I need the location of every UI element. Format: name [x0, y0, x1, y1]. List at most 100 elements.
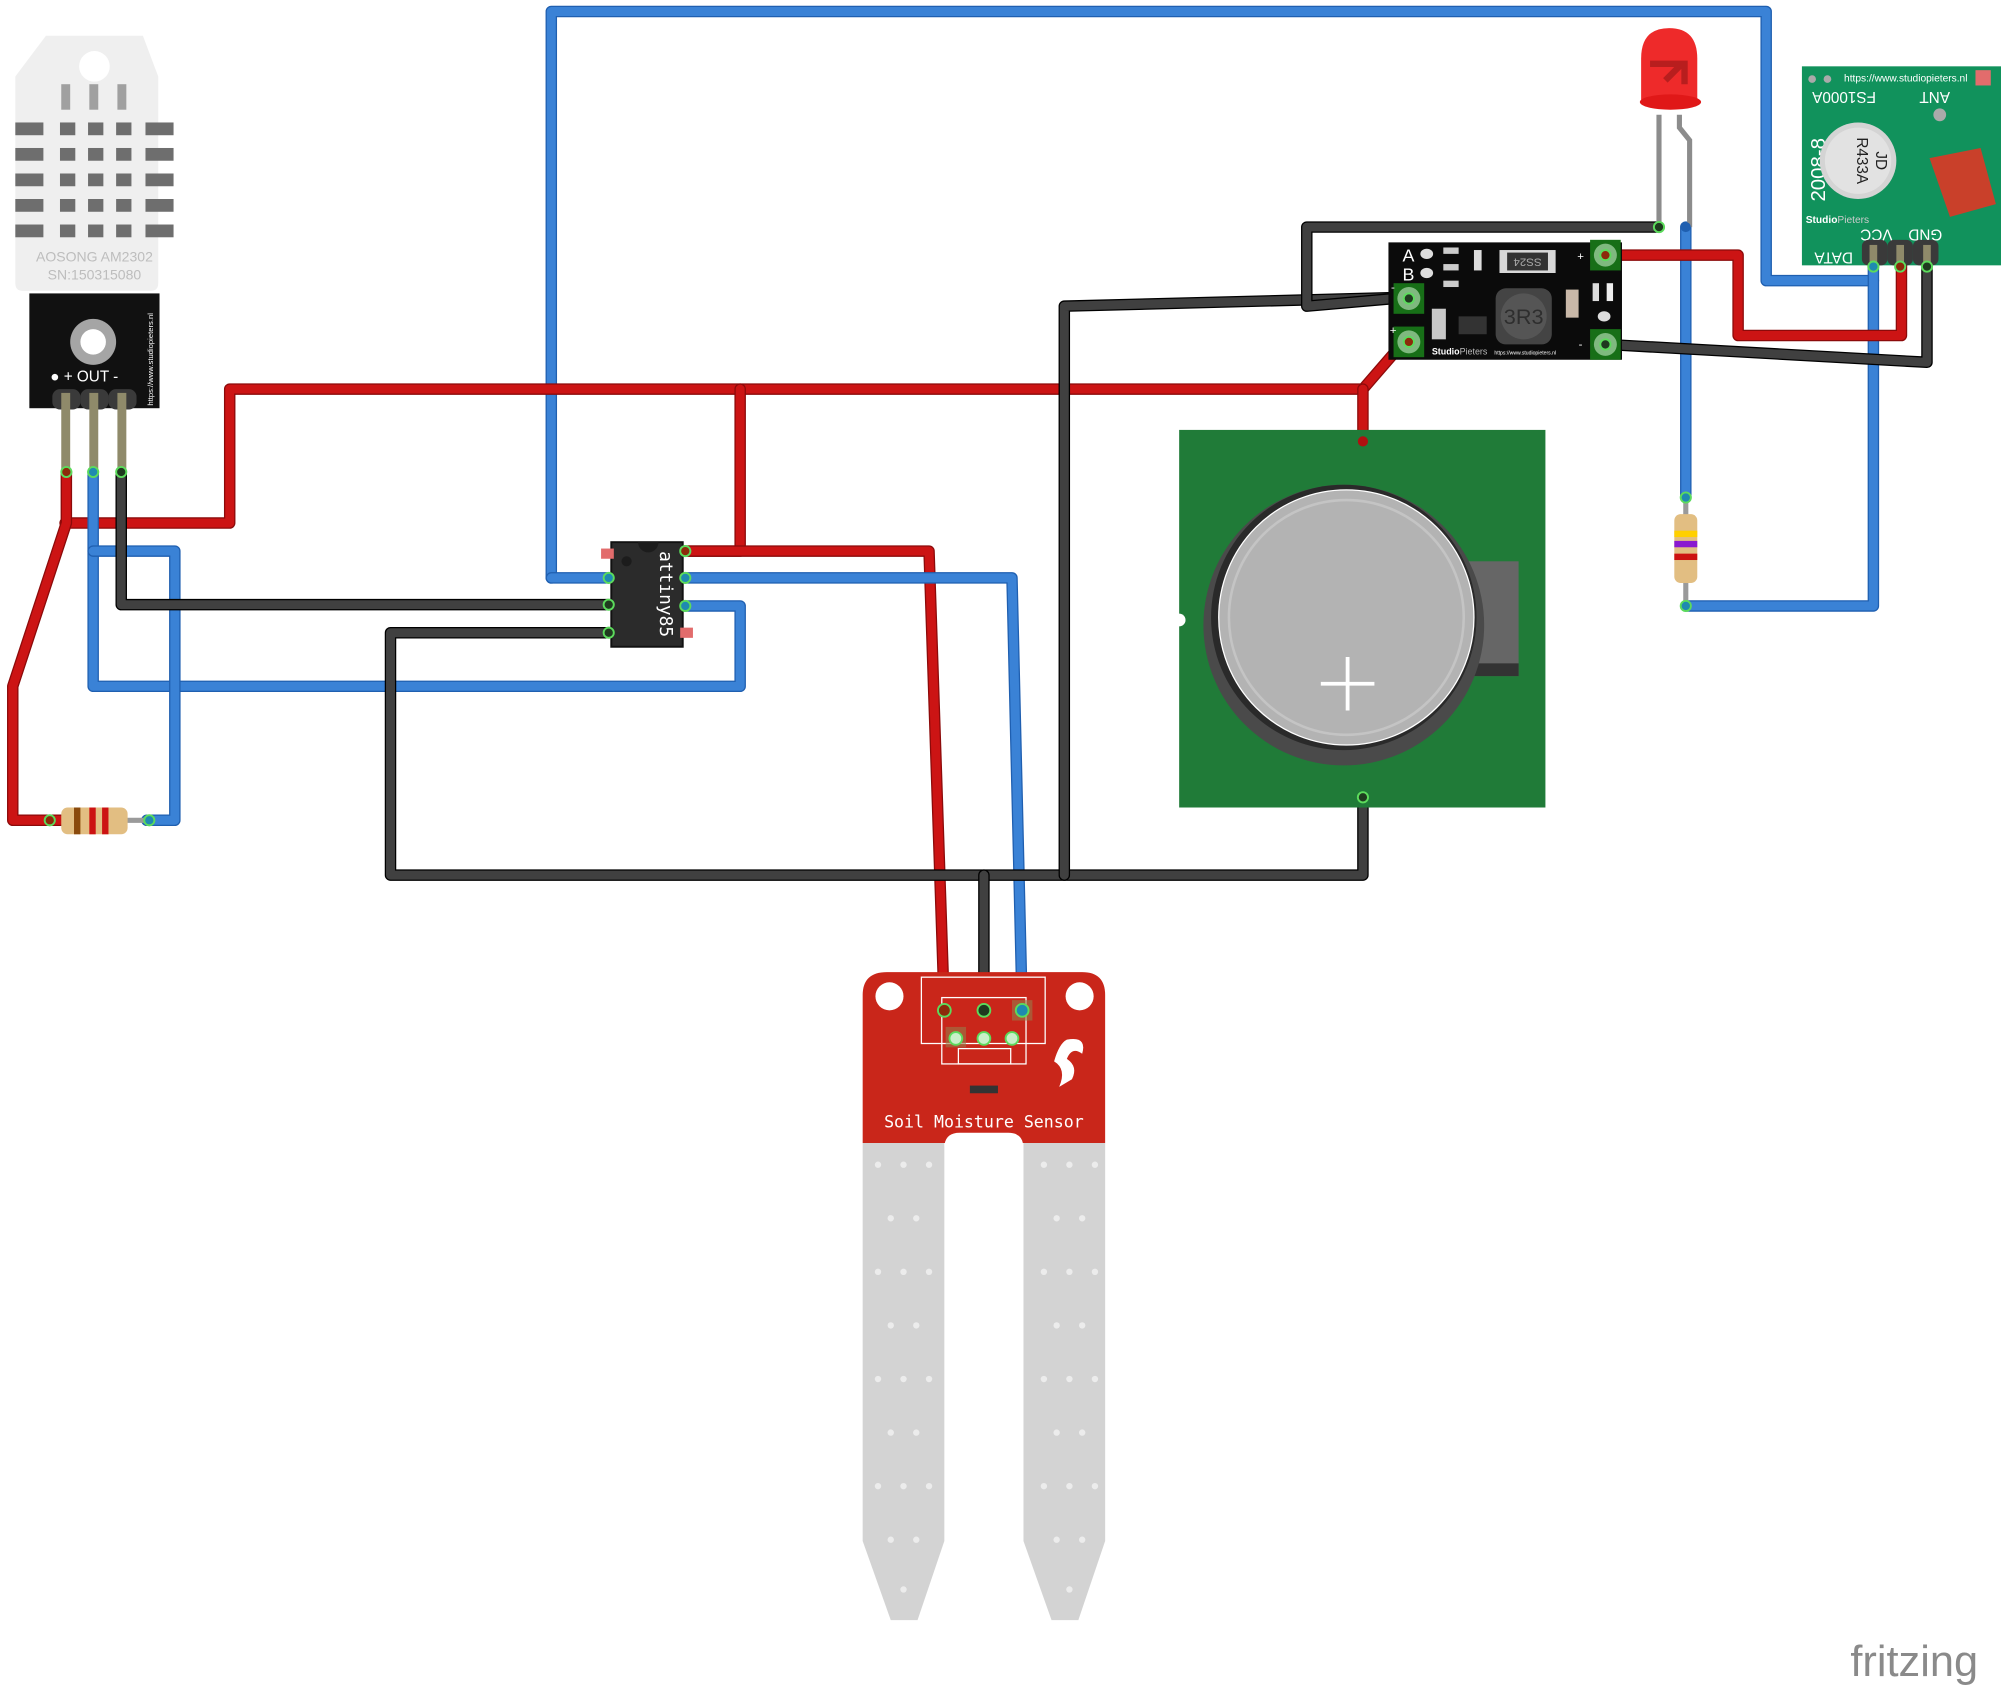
rf-pin-data[interactable] [1867, 260, 1880, 273]
resistor-dht-pullup[interactable] [43, 807, 156, 835]
rf-data-label: DATA [1814, 249, 1853, 266]
boost-pin-out-plus[interactable] [1599, 249, 1612, 262]
wire-black-led-gnd[interactable] [1301, 221, 1665, 312]
dht-label-serial: SN:150315080 [48, 266, 142, 282]
attiny85-chip[interactable]: attiny85 [601, 541, 693, 648]
rf-antenna-coil [1929, 147, 1996, 217]
soil-moisture-sensor[interactable]: Soil Moisture Sensor [862, 972, 1106, 1621]
dht-label-model: AOSONG AM2302 [36, 249, 153, 265]
probe-dot [913, 1322, 920, 1329]
probe-dot [900, 1161, 907, 1168]
wire-black-boost-out[interactable] [1600, 259, 1933, 369]
resistor-dht-lead-2[interactable] [143, 814, 156, 827]
boost-out-plus-label: + [1577, 251, 1584, 263]
dht22-sensor[interactable]: AOSONG AM2302 SN:150315080 ● + OUT - htt… [15, 35, 174, 479]
soil-pin-sig[interactable] [1014, 1003, 1030, 1018]
wire-blue-rf-data[interactable] [1680, 259, 1880, 612]
led-anode[interactable] [1680, 221, 1691, 233]
attiny-pin-2[interactable] [602, 571, 615, 584]
wire-red-main[interactable] [59, 336, 1410, 529]
dht-pin-gnd[interactable] [115, 465, 128, 479]
probe-dot [1040, 1161, 1048, 1168]
fritzing-logo: fritzing [1850, 1638, 1978, 1686]
probe-dot [1066, 1586, 1073, 1593]
attiny-pin-4[interactable] [602, 626, 615, 639]
attiny-pin-6[interactable] [679, 599, 692, 613]
resistor-band-2 [89, 807, 96, 835]
soil-pin-gnd[interactable] [976, 1003, 992, 1018]
wire-blue-soil-sig[interactable] [678, 572, 1028, 1017]
probe-dot [1053, 1215, 1060, 1222]
boost-pin-in-plus[interactable] [1402, 335, 1415, 348]
probe-dot [925, 1375, 933, 1383]
probe-dot [913, 1536, 920, 1543]
probe-dot [1066, 1482, 1073, 1490]
dht-url: https://www.studiopieters.nl [146, 313, 155, 406]
probe-dot [1040, 1375, 1048, 1383]
probe-dot [925, 1482, 933, 1490]
rf-pin-gnd[interactable] [1920, 260, 1934, 273]
resistor-led[interactable] [1674, 491, 1698, 613]
led-rim [1639, 94, 1702, 110]
rf-pin-vcc[interactable] [1894, 260, 1907, 273]
boost-converter-module[interactable]: A B SS24 3R3 StudioPieters https://www.s… [1388, 239, 1622, 360]
probe-dot [1091, 1161, 1099, 1168]
probe-dot [1091, 1482, 1099, 1490]
attiny-pin-3[interactable] [602, 598, 615, 611]
rf-brand: StudioPieters [1806, 215, 1869, 226]
dht-pins [52, 389, 137, 473]
wire-red-boost-out[interactable] [1600, 249, 1908, 342]
coin-cell-battery-holder[interactable] [1172, 429, 1546, 808]
probe-dot [925, 1268, 933, 1276]
boost-inductor-label: 3R3 [1504, 304, 1544, 329]
probe-dot [1091, 1268, 1099, 1276]
soil-pin-vcc[interactable] [937, 1003, 952, 1018]
rf-model: FS1000A [1811, 88, 1876, 105]
wire-blue-dht-data[interactable] [87, 466, 746, 693]
boost-in-minus-label: - [1391, 282, 1395, 294]
battery-pin-plus[interactable] [1357, 436, 1369, 447]
resistor-led-lead-2[interactable] [1679, 599, 1692, 613]
wire-black-boost-in[interactable] [1058, 291, 1415, 881]
resistor-led-lead-1[interactable] [1679, 491, 1692, 504]
attiny-pin-5 [680, 627, 693, 638]
wire-red-soil-vcc[interactable] [678, 545, 951, 1017]
boost-pin-in-minus[interactable] [1402, 292, 1415, 305]
rf-crystal-line1: JD [1872, 151, 1889, 170]
attiny-pin-8[interactable] [679, 545, 692, 558]
probe-dot [887, 1322, 894, 1329]
dht-vent-holes [15, 122, 174, 238]
dht-pin-out[interactable] [87, 465, 100, 479]
probe-dot [1053, 1536, 1060, 1543]
rf-pins [1861, 239, 1939, 266]
resistor-dht-lead-1[interactable] [43, 814, 56, 827]
red-led[interactable] [1639, 28, 1702, 234]
resistor-band-2 [1674, 540, 1698, 548]
wire-red-attiny-vcc[interactable] [678, 383, 746, 557]
led-cathode[interactable] [1652, 221, 1666, 234]
probe-dot [1040, 1268, 1048, 1276]
dht-vent-grid [61, 84, 127, 110]
probe-dot [1078, 1215, 1086, 1222]
probe-dot [874, 1482, 882, 1490]
wire-red-dht-vcc[interactable] [7, 466, 73, 827]
wire-black-gnd-loop[interactable] [384, 626, 1369, 881]
wire-black-dht-gnd[interactable] [115, 466, 614, 611]
rf-transmitter-fs1000a[interactable]: https://www.studiopieters.nl FS1000A ANT… [1801, 66, 2001, 273]
rf-gnd-label: GND [1908, 226, 1942, 243]
rf-vcc-label: VCC [1860, 226, 1892, 243]
attiny-pin-7[interactable] [679, 571, 692, 584]
probe-dot [1066, 1161, 1073, 1168]
probe-dot [913, 1215, 920, 1222]
dht-pin-labels: ● + OUT - [50, 368, 118, 385]
probe-dot [1078, 1322, 1086, 1329]
probe-dot [1053, 1429, 1060, 1436]
wire-blue-top[interactable] [545, 5, 1880, 584]
battery-pin-minus[interactable] [1356, 791, 1369, 804]
boost-pin-out-minus[interactable] [1599, 338, 1612, 351]
probe-dot [913, 1429, 920, 1436]
wire-blue-dht-pullup[interactable] [87, 545, 181, 827]
probe-dot [1078, 1429, 1086, 1436]
dht-pin-vcc[interactable] [60, 465, 73, 479]
